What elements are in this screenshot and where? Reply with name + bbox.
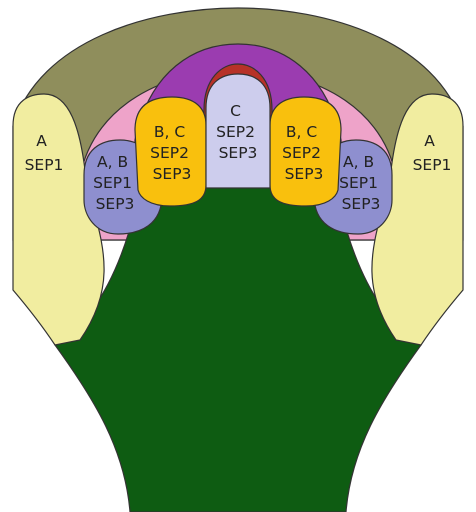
carpel [205, 73, 271, 189]
stamen-left-label: B, C SEP2 SEP3 [150, 123, 194, 183]
sepal-left-label-line: A [36, 132, 47, 150]
stamen-right-label-line: B, C [286, 123, 317, 141]
stamen-right-label: B, C SEP2 SEP3 [282, 123, 326, 183]
sepal-right-label-line: A [424, 132, 435, 150]
petal-right-label: A, B SEP1 SEP3 [339, 153, 383, 213]
stamen-left-label-line: SEP3 [153, 165, 192, 183]
sepal-left-label-line: SEP1 [25, 156, 64, 174]
stamen-right-label-line: SEP3 [285, 165, 324, 183]
petal-left-label-line: SEP3 [96, 195, 135, 213]
carpel-label: C SEP2 SEP3 [216, 102, 260, 162]
petal-left-label: A, B SEP1 SEP3 [93, 153, 137, 213]
stamen-left-label-line: SEP2 [150, 144, 189, 162]
carpel-label-line: C [230, 102, 241, 120]
sepal-left-label: A SEP1 [25, 132, 64, 174]
petal-right-label-line: SEP1 [339, 174, 378, 192]
carpel-label-line: SEP3 [219, 144, 258, 162]
sepal-right-label-line: SEP1 [413, 156, 452, 174]
stamen-right-label-line: SEP2 [282, 144, 321, 162]
stamen-left-label-line: B, C [154, 123, 185, 141]
sepal-right-label: A SEP1 [413, 132, 452, 174]
petal-left-label-line: A, B [97, 153, 128, 171]
carpel-label-line: SEP2 [216, 123, 255, 141]
petal-right-label-line: A, B [343, 153, 374, 171]
petal-left-label-line: SEP1 [93, 174, 132, 192]
petal-right-label-line: SEP3 [342, 195, 381, 213]
